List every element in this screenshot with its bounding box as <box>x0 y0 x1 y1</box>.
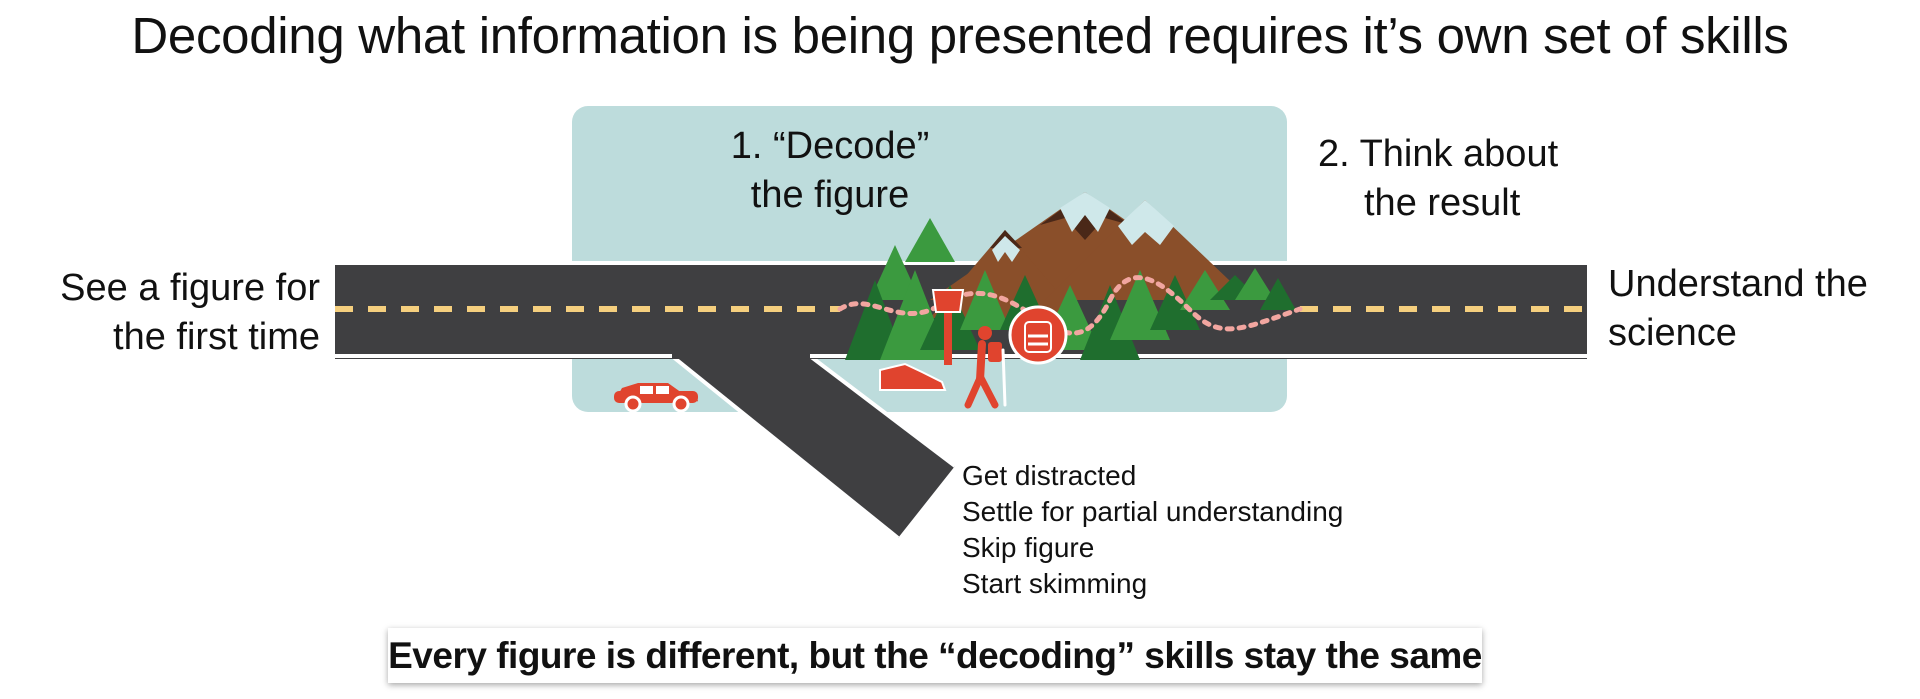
start-label: See a figure for the first time <box>30 264 320 362</box>
distraction-item: Skip figure <box>962 532 1095 563</box>
end-label: Understand the science <box>1608 260 1908 358</box>
step2-label: 2. Think about the result <box>1318 130 1588 228</box>
summary-banner: Every figure is different, but the “deco… <box>388 628 1482 683</box>
hiker-icon <box>964 326 1007 409</box>
trail-path <box>837 275 1303 336</box>
step1-label-line2: the figure <box>750 174 910 216</box>
start-label-line2: the first time <box>113 316 320 358</box>
end-label-line2: science <box>1608 312 1737 354</box>
start-label-line1: See a figure for <box>60 267 320 309</box>
branch-road <box>670 354 957 540</box>
page-title: Decoding what information is being prese… <box>131 7 1789 64</box>
distractions-list: Get distracted Settle for partial unders… <box>962 458 1412 602</box>
step1-label-line1: 1. “Decode” <box>730 125 930 167</box>
backpack-icon <box>1008 305 1068 365</box>
distraction-item: Get distracted <box>962 460 1137 491</box>
axe-icon <box>931 289 965 365</box>
end-label-line1: Understand the <box>1608 263 1868 305</box>
step1-label: 1. “Decode” the figure <box>700 122 960 220</box>
distraction-item: Start skimming <box>962 568 1148 599</box>
step2-label-line2: the result <box>1364 182 1521 224</box>
step2-label-line1: 2. Think about <box>1318 133 1559 175</box>
car-icon <box>614 383 698 413</box>
distraction-item: Settle for partial understanding <box>962 496 1344 527</box>
hiking-shoe-icon <box>879 362 947 391</box>
